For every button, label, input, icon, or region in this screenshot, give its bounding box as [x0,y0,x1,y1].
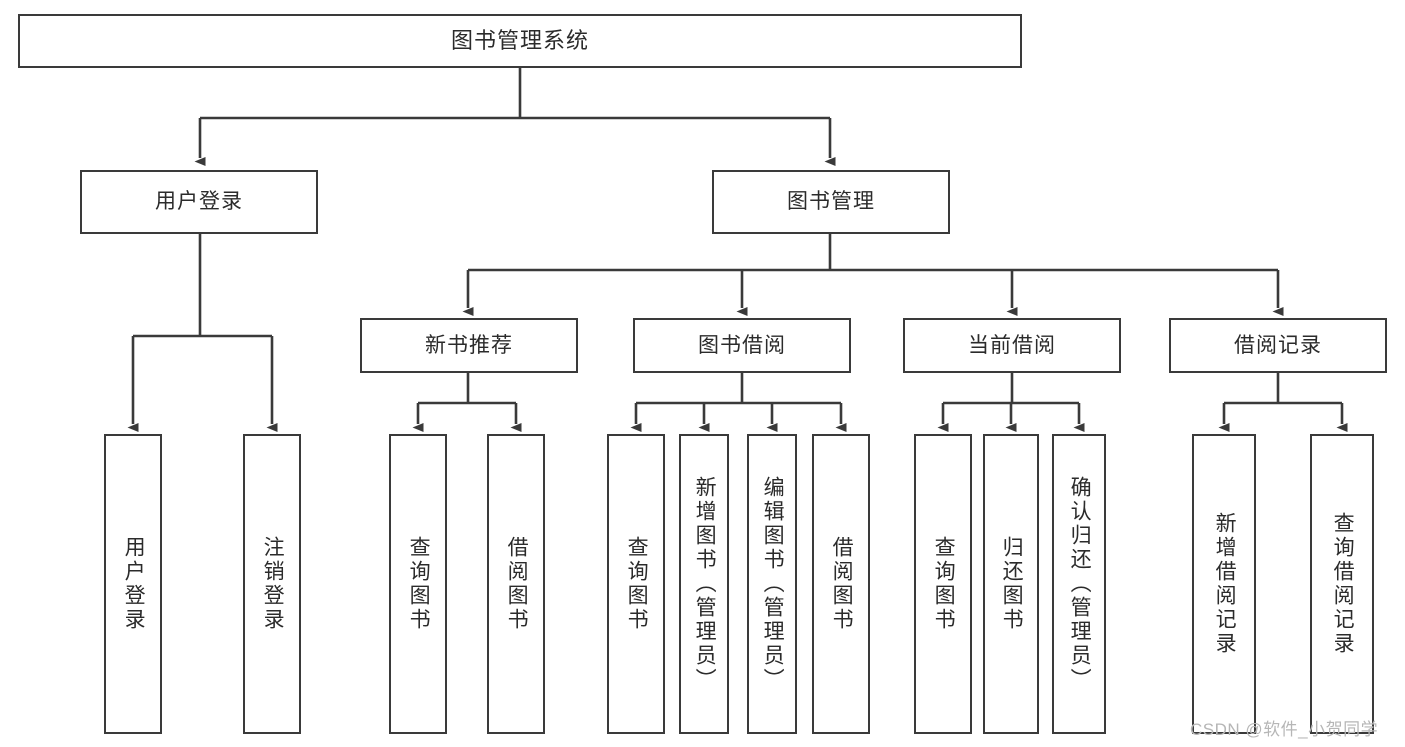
node-leaf-query-record-label: 查询借阅记录 [1331,512,1355,656]
node-leaf-edit-book[interactable]: 编辑图书（管理员） [747,434,797,734]
node-leaf-borrow-book-1-label: 借阅图书 [505,536,529,632]
node-leaf-add-record-label: 新增借阅记录 [1213,512,1237,656]
node-leaf-query-book-2-label: 查询图书 [625,536,649,632]
node-user-login[interactable]: 用户登录 [80,170,318,234]
node-leaf-query-book-3[interactable]: 查询图书 [914,434,972,734]
node-user-login-label: 用户登录 [155,190,243,214]
node-leaf-confirm-return-label: 确认归还（管理员） [1068,476,1092,692]
node-book-borrow[interactable]: 图书借阅 [633,318,851,373]
node-leaf-edit-book-label: 编辑图书（管理员） [761,476,785,692]
node-leaf-add-book[interactable]: 新增图书（管理员） [679,434,729,734]
node-leaf-borrow-book-2-label: 借阅图书 [830,536,854,632]
node-new-book-rec[interactable]: 新书推荐 [360,318,578,373]
node-leaf-query-record[interactable]: 查询借阅记录 [1310,434,1374,734]
node-leaf-logout[interactable]: 注销登录 [243,434,301,734]
node-current-borrow[interactable]: 当前借阅 [903,318,1121,373]
node-leaf-add-record[interactable]: 新增借阅记录 [1192,434,1256,734]
node-leaf-user-login-label: 用户登录 [122,536,146,632]
node-borrow-record[interactable]: 借阅记录 [1169,318,1387,373]
node-leaf-user-login[interactable]: 用户登录 [104,434,162,734]
node-leaf-query-book-3-label: 查询图书 [932,536,956,632]
node-leaf-logout-label: 注销登录 [261,536,285,632]
node-leaf-query-book-2[interactable]: 查询图书 [607,434,665,734]
node-leaf-return-book[interactable]: 归还图书 [983,434,1039,734]
node-root-label: 图书管理系统 [450,27,589,53]
node-leaf-borrow-book-1[interactable]: 借阅图书 [487,434,545,734]
node-leaf-query-book-1-label: 查询图书 [407,536,431,632]
node-root[interactable]: 图书管理系统 [18,14,1022,68]
node-current-borrow-label: 当前借阅 [968,333,1056,357]
node-leaf-return-book-label: 归还图书 [1000,536,1024,632]
node-new-book-rec-label: 新书推荐 [425,333,513,357]
node-leaf-add-book-label: 新增图书（管理员） [693,476,717,692]
node-book-manage[interactable]: 图书管理 [712,170,950,234]
node-book-borrow-label: 图书借阅 [698,333,786,357]
node-borrow-record-label: 借阅记录 [1234,333,1322,357]
node-leaf-query-book-1[interactable]: 查询图书 [389,434,447,734]
node-book-manage-label: 图书管理 [787,190,875,214]
node-leaf-borrow-book-2[interactable]: 借阅图书 [812,434,870,734]
node-leaf-confirm-return[interactable]: 确认归还（管理员） [1052,434,1106,734]
